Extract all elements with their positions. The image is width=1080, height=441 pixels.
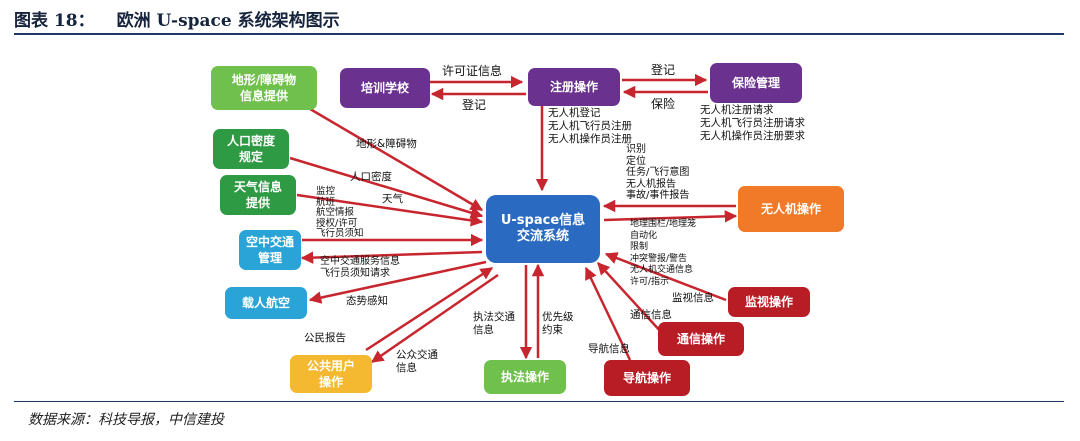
top-rule	[14, 33, 1064, 35]
arrow-hub-public	[370, 273, 499, 364]
source-note: 数据来源：科技导报，中信建投	[28, 412, 224, 428]
surveillance-label: 监视操作	[744, 295, 793, 309]
public-traffic-label: 公众交通 信息	[396, 349, 438, 374]
weather-info-node: 天气信息 提供	[220, 175, 296, 215]
population-density-node: 人口密度 规定	[213, 129, 289, 169]
insurance-label: 保险管理	[731, 76, 780, 90]
terrain-flow-label: 地形&障碍物	[356, 138, 417, 150]
manned-aviation-node: 载人航空	[225, 287, 307, 319]
public-user-label: 公共用户 操作	[306, 359, 355, 389]
priority-label: 优先级 约束	[542, 311, 574, 336]
comms-label: 通信操作	[676, 332, 725, 346]
hub-node: U-space信息 交流系统	[486, 195, 600, 263]
citizen-report-label: 公民报告	[304, 332, 346, 344]
arrow-terrain-hub	[304, 104, 484, 212]
arrow-population-hub	[289, 156, 484, 219]
arrow-public-hub	[365, 266, 494, 352]
insurance-items-label: 无人机注册请求 无人机飞行员注册请求 无人机操作员注册要求	[700, 104, 805, 142]
terrain-info-label: 地形/障碍物 信息提供	[231, 73, 297, 103]
arrow-navigation-hub	[584, 266, 632, 361]
population-density-label: 人口密度 规定	[226, 134, 275, 164]
arrow-hub-uav	[603, 210, 738, 223]
uav-ops-label: 无人机操作	[760, 202, 821, 216]
weather-flow-label: 天气	[382, 193, 403, 205]
figure-number: 图表 18：	[14, 11, 95, 31]
terrain-info-node: 地形/障碍物 信息提供	[211, 66, 317, 110]
nav-info-label: 导航信息	[588, 343, 630, 355]
population-flow-label: 人口密度	[350, 171, 392, 183]
comms-node: 通信操作	[658, 322, 744, 356]
uav-ops-node: 无人机操作	[738, 186, 844, 232]
comms-info-label: 通信信息	[630, 309, 672, 321]
figure-title: 欧洲 U-space 系统架构图示	[116, 11, 340, 31]
permit-info-label: 许可证信息	[442, 64, 503, 78]
training-school-label: 培训学校	[360, 81, 409, 95]
atm-node: 空中交通 管理	[239, 230, 301, 270]
insurance-flow-label: 保险	[651, 97, 676, 111]
situational-awareness-label: 态势感知	[346, 295, 388, 307]
registration-items-label: 无人机登记 无人机飞行员注册 无人机操作员注册	[548, 107, 632, 145]
navigation-node: 导航操作	[604, 360, 690, 396]
registration-node: 注册操作	[528, 68, 620, 106]
uav-input-label: 识别 定位 任务/飞行意图 无人机报告 事故/事件报告	[626, 144, 690, 201]
enforcement-label: 执法操作	[500, 370, 549, 384]
registration-label: 注册操作	[549, 80, 598, 94]
arrow-comms-hub	[597, 262, 663, 334]
atm-input-label: 监控 航班 航空情报 授权/许可 飞行员须知	[316, 186, 364, 239]
surveillance-node: 监视操作	[728, 287, 810, 317]
surveillance-info-label: 监视信息	[672, 292, 714, 304]
atm-label: 空中交通 管理	[245, 235, 294, 265]
insurance-node: 保险管理	[710, 63, 802, 103]
arrow-hub-atm	[300, 250, 483, 264]
page-title: 图表 18： 欧洲 U-space 系统架构图示	[14, 6, 340, 31]
arrow-hub-manned	[308, 260, 487, 304]
enforcement-node: 执法操作	[484, 360, 566, 394]
navigation-label: 导航操作	[622, 371, 671, 385]
manned-aviation-label: 载人航空	[241, 296, 290, 310]
hub-label: U-space信息 交流系统	[500, 213, 586, 244]
uav-output-label: 地理围栏/地理笼 自动化 限制 冲突警报/警告 无人机交通信息 许可/指示	[630, 219, 697, 287]
public-user-node: 公共用户 操作	[290, 355, 372, 393]
arrow-surveillance-hub	[604, 252, 727, 302]
training-school-node: 培训学校	[340, 68, 430, 108]
atm-output-label: 空中交通服务信息 飞行员须知请求	[320, 256, 400, 279]
register-left-label: 登记	[462, 98, 487, 112]
register-right-label: 登记	[651, 63, 676, 77]
enforcement-info-label: 执法交通 信息	[473, 311, 515, 336]
arrow-weather-hub	[296, 193, 484, 227]
weather-info-label: 天气信息 提供	[233, 180, 282, 210]
bottom-rule	[14, 401, 1064, 402]
